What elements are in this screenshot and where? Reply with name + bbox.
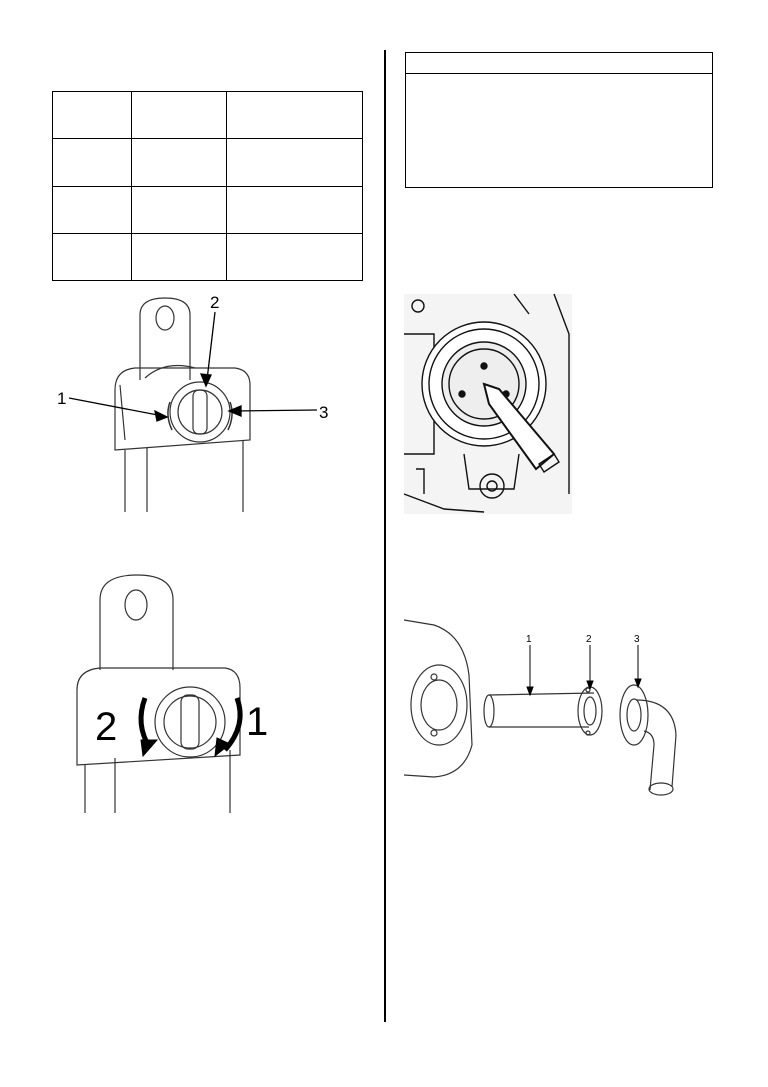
callout-2: 2 — [586, 634, 592, 645]
callout-1: 1 — [526, 634, 532, 645]
table-cell — [52, 185, 132, 234]
figure-clip-callouts: 1 2 3 — [57, 293, 328, 512]
table-row — [52, 232, 363, 282]
column-divider — [384, 50, 386, 1022]
table-cell — [131, 232, 227, 282]
figure-exhaust-pipe-callouts: 1 2 3 — [403, 619, 677, 796]
callout-3: 3 — [319, 403, 328, 422]
table-cell — [226, 232, 363, 282]
table-cell — [52, 232, 132, 282]
table-cell — [52, 138, 132, 187]
table-row — [52, 90, 363, 140]
table-row — [52, 185, 363, 234]
callout-2: 2 — [210, 293, 219, 312]
notice-box — [405, 52, 713, 188]
figure-air-filter-housing — [403, 293, 572, 514]
callout-1: 1 — [57, 389, 66, 408]
table-cell — [131, 185, 227, 234]
table-cell — [52, 90, 132, 140]
callout-3: 3 — [634, 634, 640, 645]
table-cell — [131, 90, 227, 140]
spec-table — [52, 90, 363, 282]
figure-rotate-knob: 2 1 — [76, 574, 268, 813]
table-row — [52, 138, 363, 187]
table-cell — [226, 138, 363, 187]
arrow-label-2: 2 — [95, 705, 117, 749]
table-cell — [131, 138, 227, 187]
notice-header — [406, 53, 712, 74]
arrow-label-1: 1 — [246, 700, 268, 744]
table-cell — [226, 185, 363, 234]
table-cell — [226, 90, 363, 140]
